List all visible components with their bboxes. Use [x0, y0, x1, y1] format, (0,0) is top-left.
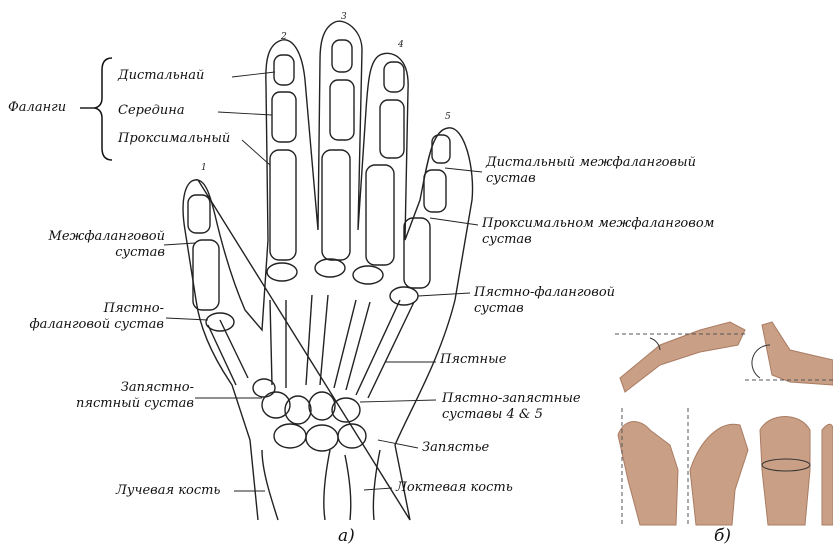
panel-caption-a: а): [338, 526, 355, 546]
finger-number-5: 5: [445, 112, 451, 122]
label-pip-line1: Проксимальном межфаланговом: [482, 216, 714, 232]
label-carpus: Запястье: [422, 440, 489, 456]
label-pip-line2: сустав: [482, 232, 714, 248]
label-dip: Дистальный межфаланговый сустав: [486, 155, 696, 188]
label-metacarpals: Пястные: [440, 352, 506, 368]
label-middle: Середина: [118, 103, 185, 119]
label-mcp-line1: Пястно-фаланговой: [474, 285, 615, 301]
photo-bottom-3: [760, 417, 833, 526]
photo-bottom-1: [618, 408, 678, 525]
label-distal: Дистальнай: [118, 68, 204, 84]
panel-caption-b: б): [714, 526, 731, 546]
finger-number-1: 1: [201, 163, 207, 173]
photo-top-left: [615, 322, 745, 392]
label-cmc-thumb-line2: пястный сустав: [34, 396, 194, 412]
label-interphalangeal: Межфаланговой сустав: [10, 229, 165, 262]
label-cmc45-line2: суставы 4 & 5: [442, 407, 581, 423]
label-proximal: Проксимальный: [118, 131, 230, 147]
label-ulna: Локтевая кость: [396, 480, 513, 496]
label-dip-line2: сустав: [486, 171, 696, 187]
label-pip: Проксимальном межфаланговом сустав: [482, 216, 714, 249]
label-cmc-thumb-line1: Запястно-: [34, 380, 194, 396]
label-radius: Лучевая кость: [116, 483, 221, 499]
label-mcp-thumb-line2: фаланговой сустав: [4, 317, 164, 333]
label-mcp-line2: сустав: [474, 301, 615, 317]
label-dip-line1: Дистальный межфаланговый: [486, 155, 696, 171]
label-mcp-thumb: Пястно- фаланговой сустав: [4, 301, 164, 334]
finger-number-2: 2: [281, 32, 287, 42]
photo-bottom-2: [688, 408, 748, 525]
label-phalanges: Фаланги: [8, 100, 66, 116]
label-mcp: Пястно-фаланговой сустав: [474, 285, 615, 318]
label-cmc45-line1: Пястно-запястные: [442, 391, 581, 407]
label-cmc45: Пястно-запястные суставы 4 & 5: [442, 391, 581, 424]
finger-number-4: 4: [398, 40, 404, 50]
photo-top-right: [745, 322, 833, 385]
label-cmc-thumb: Запястно- пястный сустав: [34, 380, 194, 413]
finger-number-3: 3: [341, 12, 347, 22]
label-mcp-thumb-line1: Пястно-: [4, 301, 164, 317]
